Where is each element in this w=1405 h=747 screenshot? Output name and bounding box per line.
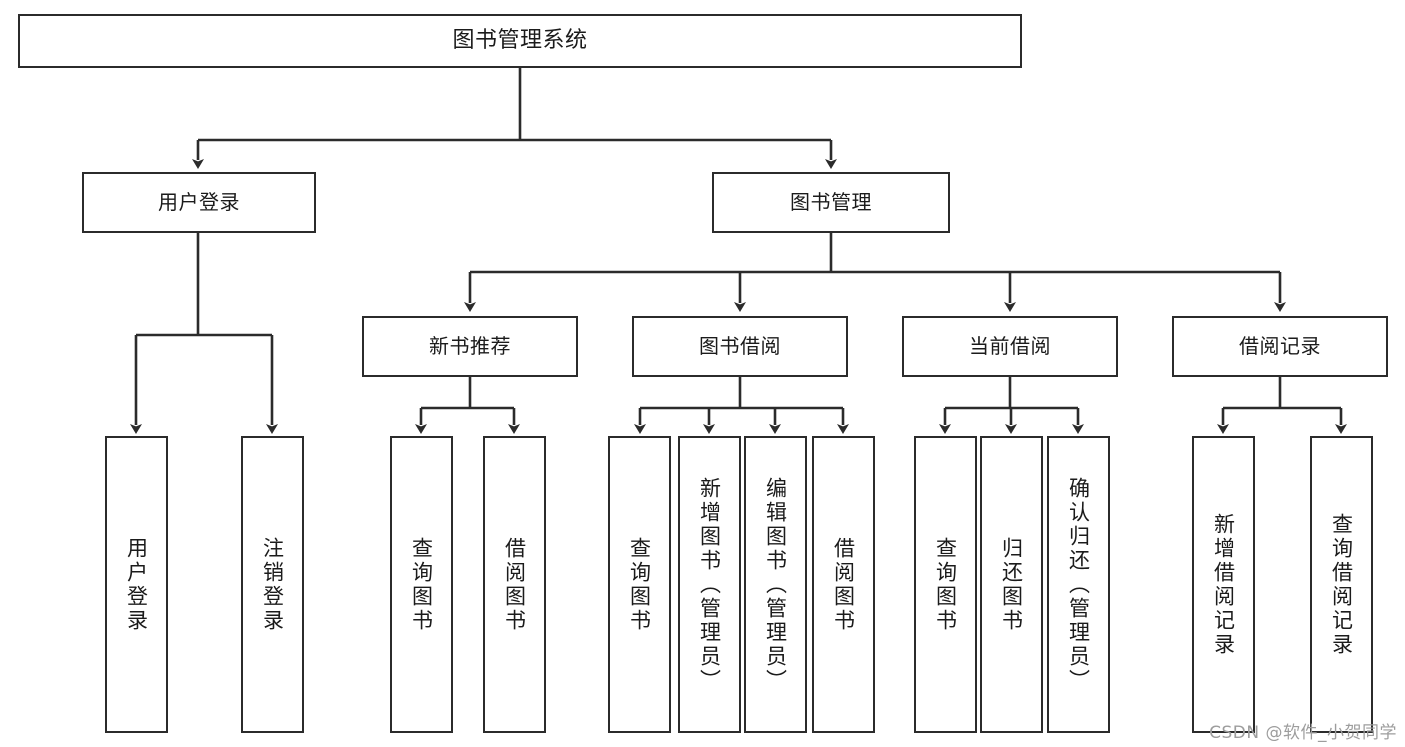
leaf-add-borrow-record[interactable]: 新增借阅记录 [1192,436,1255,733]
leaf-edit-book-admin[interactable]: 编辑图书（管理员） [744,436,807,733]
leaf-query-book-current[interactable]: 查询图书 [914,436,977,733]
node-label: 用户登录 [158,189,240,214]
leaf-user-login[interactable]: 用户登录 [105,436,168,733]
node-borrow-record[interactable]: 借阅记录 [1172,316,1388,377]
watermark-text: CSDN @软件_小贺同学 [1209,723,1397,743]
node-label: 查询图书 [627,536,652,633]
node-label: 编辑图书（管理员） [763,476,788,693]
node-label: 查询图书 [409,536,434,633]
node-label: 注销登录 [260,536,285,633]
node-label: 查询图书 [933,536,958,633]
node-label: 借阅图书 [502,536,527,633]
node-book-borrow[interactable]: 图书借阅 [632,316,848,377]
node-user-login[interactable]: 用户登录 [82,172,316,233]
node-new-book-recommend[interactable]: 新书推荐 [362,316,578,377]
node-label: 图书借阅 [699,333,781,358]
node-label: 用户登录 [124,536,149,633]
leaf-query-book-borrow[interactable]: 查询图书 [608,436,671,733]
node-current-borrow[interactable]: 当前借阅 [902,316,1118,377]
node-label: 确认归还（管理员） [1066,476,1091,693]
node-label: 图书管理 [790,189,872,214]
node-label: 新增图书（管理员） [697,476,722,693]
leaf-query-book-recommend[interactable]: 查询图书 [390,436,453,733]
node-label: 借阅图书 [831,536,856,633]
node-label: 图书管理系统 [452,28,588,54]
node-label: 新增借阅记录 [1211,512,1236,657]
node-label: 归还图书 [999,536,1024,633]
node-book-management[interactable]: 图书管理 [712,172,950,233]
leaf-return-book[interactable]: 归还图书 [980,436,1043,733]
node-label: 新书推荐 [429,333,511,358]
node-root-system[interactable]: 图书管理系统 [18,14,1022,68]
node-label: 查询借阅记录 [1329,512,1354,657]
node-label: 当前借阅 [969,333,1051,358]
leaf-confirm-return-admin[interactable]: 确认归还（管理员） [1047,436,1110,733]
leaf-borrow-book-recommend[interactable]: 借阅图书 [483,436,546,733]
leaf-query-borrow-record[interactable]: 查询借阅记录 [1310,436,1373,733]
leaf-add-book-admin[interactable]: 新增图书（管理员） [678,436,741,733]
leaf-borrow-book[interactable]: 借阅图书 [812,436,875,733]
node-label: 借阅记录 [1239,333,1321,358]
leaf-user-logout[interactable]: 注销登录 [241,436,304,733]
